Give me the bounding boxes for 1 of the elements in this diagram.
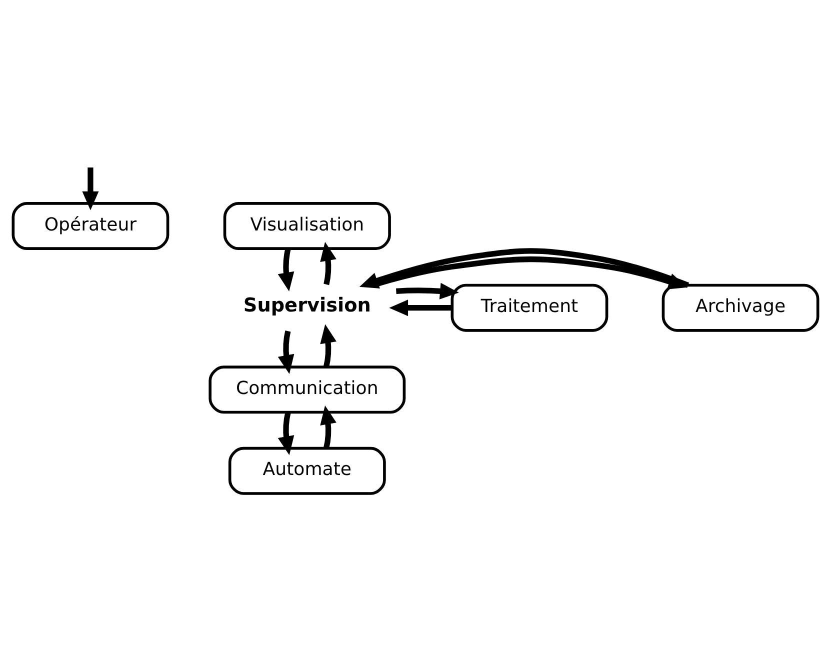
- node-text: Supervision: [243, 293, 371, 316]
